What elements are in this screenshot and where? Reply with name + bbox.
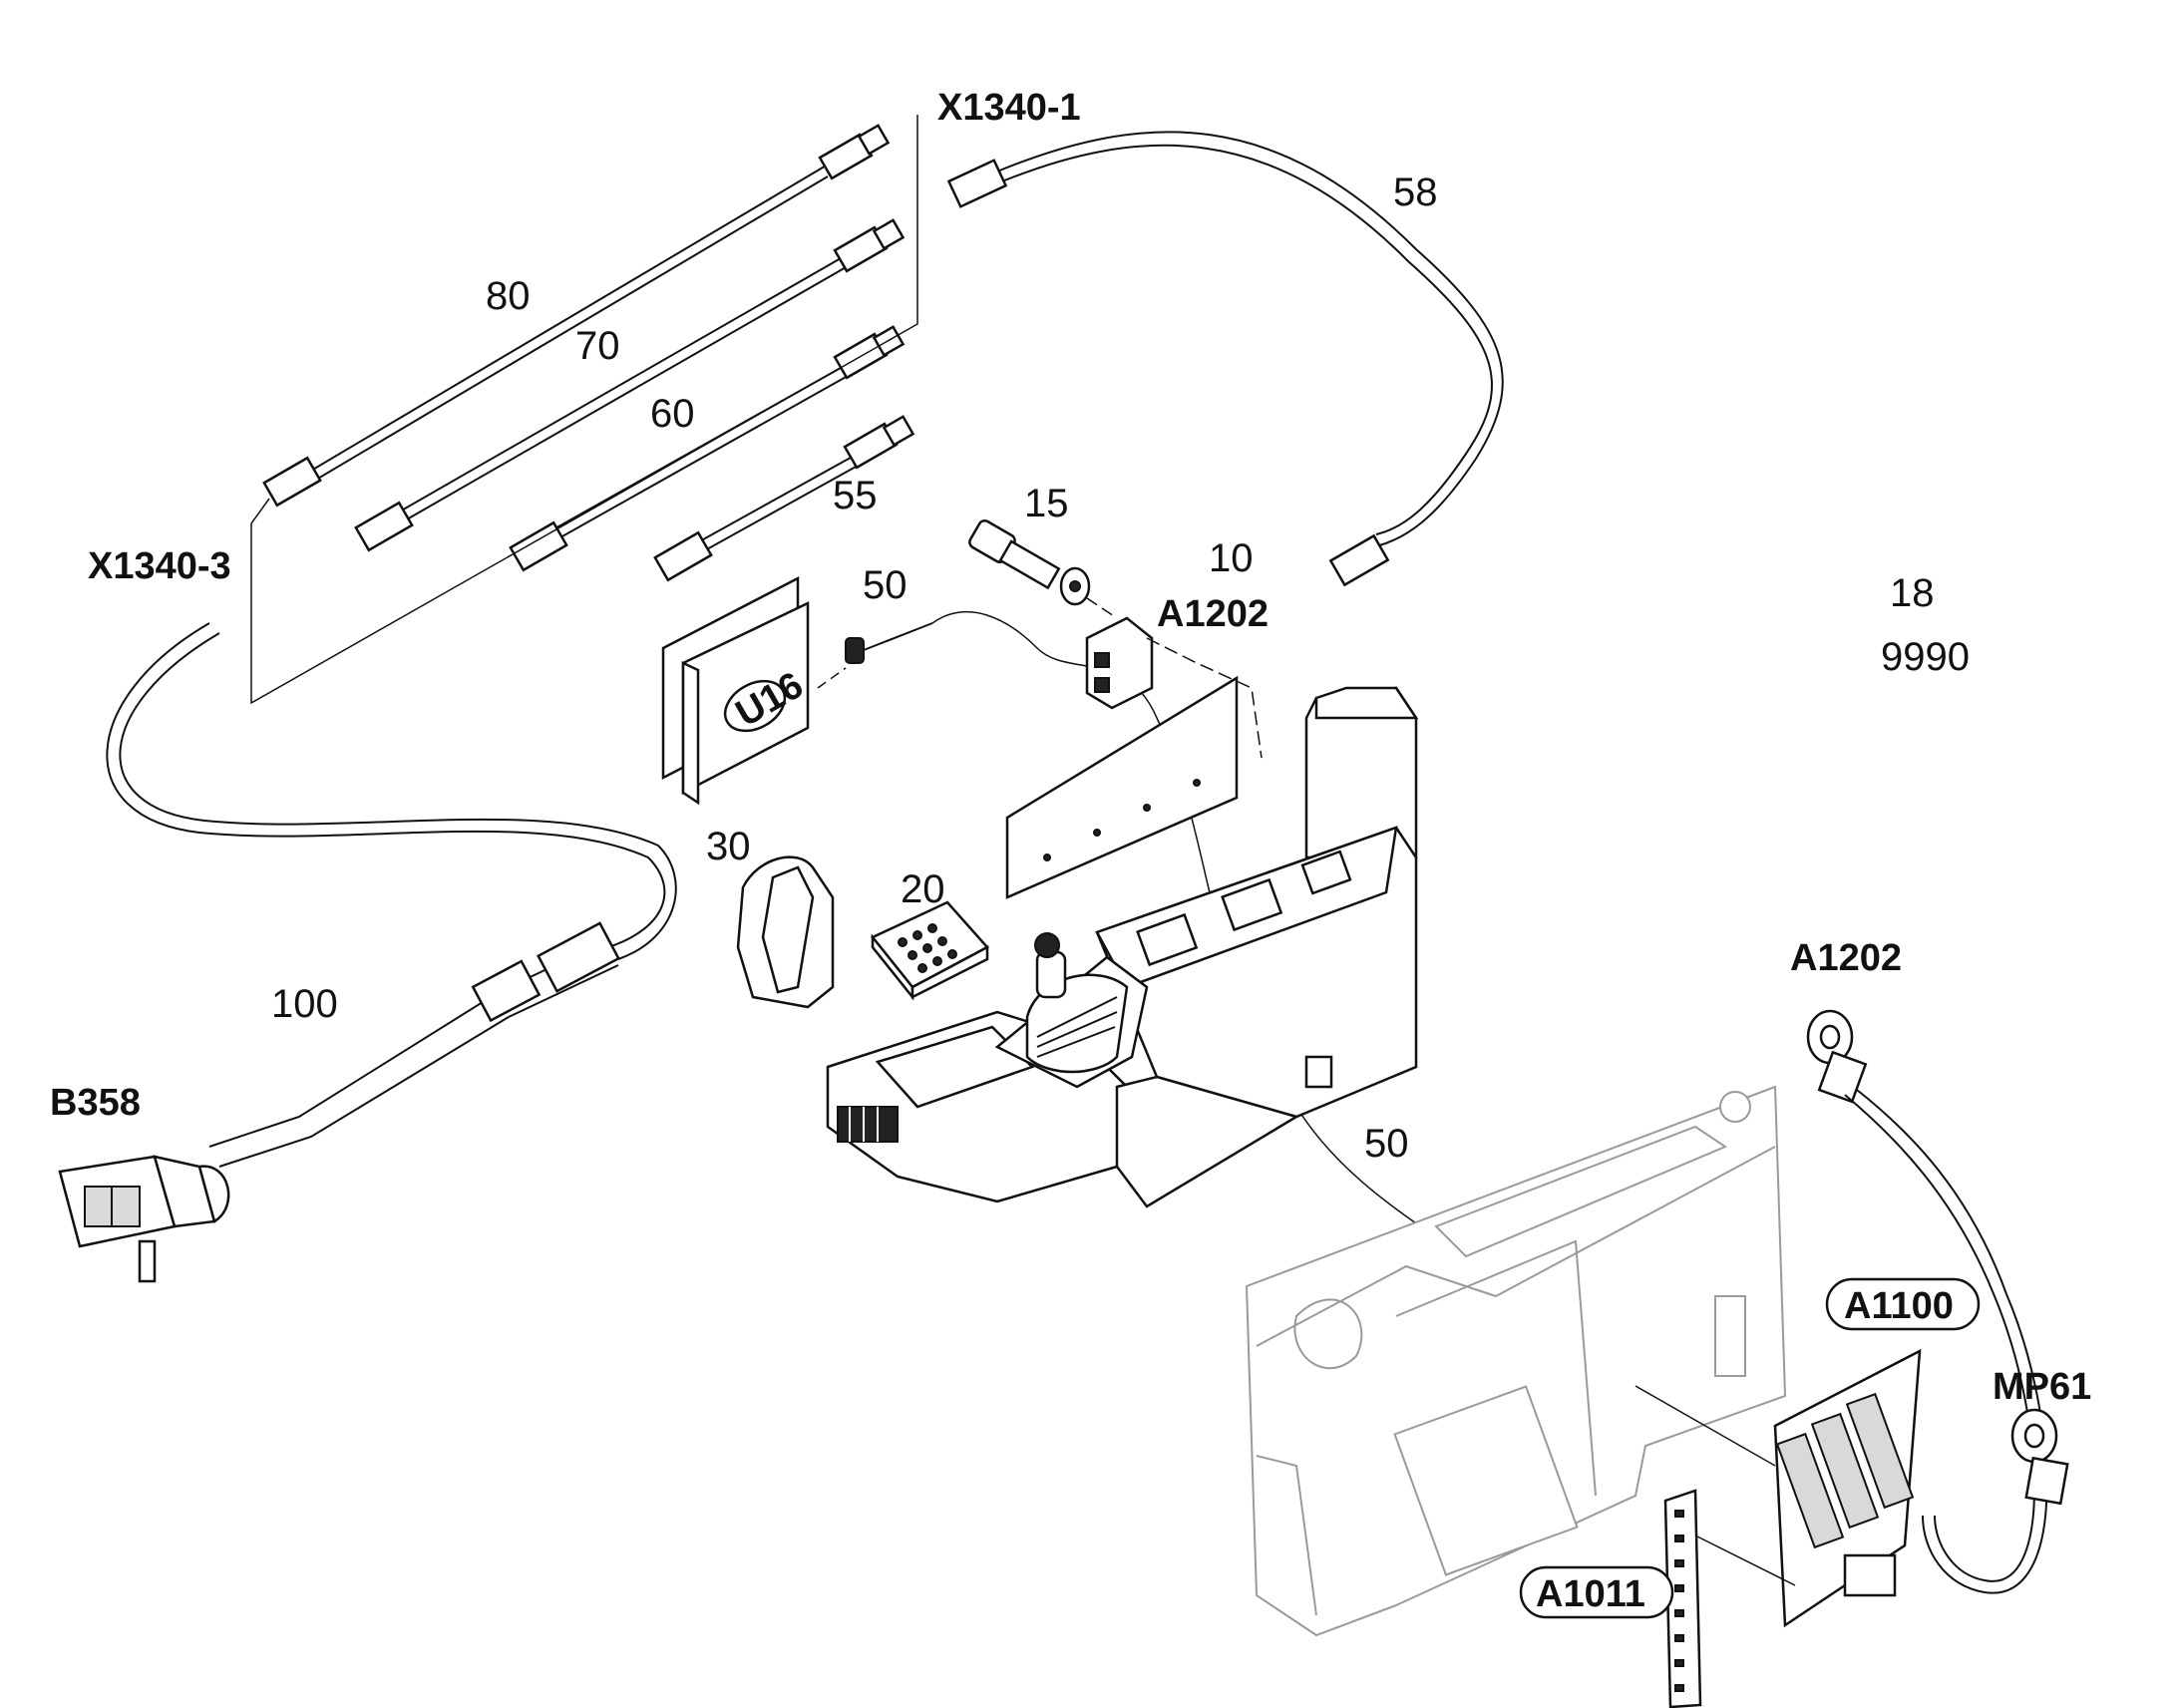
callout-100: 100 (271, 982, 338, 1026)
cabinet-outline (1245, 1085, 1787, 1637)
connector-50 (817, 622, 933, 689)
a1011-strip (1663, 1489, 1796, 1708)
label-x1340-1: X1340-1 (937, 87, 1081, 129)
callout-50-top: 50 (863, 563, 908, 607)
callout-55: 55 (833, 474, 878, 517)
a1202-block (1085, 616, 1263, 759)
callout-10: 10 (1209, 536, 1254, 580)
callout-60: 60 (650, 392, 695, 436)
a1100-board (1635, 1348, 1922, 1628)
joystick (1025, 932, 1129, 1074)
cable-80 (262, 124, 891, 508)
callout-80: 80 (486, 274, 531, 318)
a1100-pill (1825, 1277, 1981, 1331)
a1202-ring-terminal (1806, 1009, 2069, 1594)
callout-58: 58 (1393, 171, 1438, 214)
cover-30 (736, 855, 835, 1009)
callout-50-bottom: 50 (1364, 1122, 1409, 1166)
cable-60 (509, 325, 906, 572)
label-a1100: A1100 (1844, 1285, 1954, 1327)
cable-70 (354, 218, 906, 552)
label-x1340-3: X1340-3 (88, 545, 231, 587)
callout-15: 15 (1024, 482, 1069, 525)
callout-9990: 9990 (1881, 635, 1970, 679)
a1011-pill (1519, 1565, 1674, 1619)
label-b358: B358 (50, 1082, 141, 1124)
cable-58 (946, 131, 1504, 587)
bolt-15 (968, 518, 1091, 606)
label-a1011: A1011 (1536, 1573, 1645, 1615)
x1340-bracket (250, 115, 918, 705)
callout-30: 30 (706, 825, 751, 868)
callout-20: 20 (901, 867, 945, 911)
label-mp61: MP61 (1993, 1366, 2091, 1408)
label-a1202-top: A1202 (1157, 593, 1269, 635)
cable-100 (106, 622, 677, 1168)
u16-module: U16 (661, 575, 810, 806)
label-a1202-right: A1202 (1790, 937, 1902, 979)
b358-connector (58, 1155, 230, 1283)
labels: X1340-1 X1340-3 80 70 60 55 58 15 10 50 … (50, 87, 2091, 1619)
callout-70: 70 (575, 324, 620, 368)
cable-55 (653, 415, 915, 582)
switch-block-20 (871, 900, 989, 1001)
callout-18: 18 (1890, 571, 1935, 615)
